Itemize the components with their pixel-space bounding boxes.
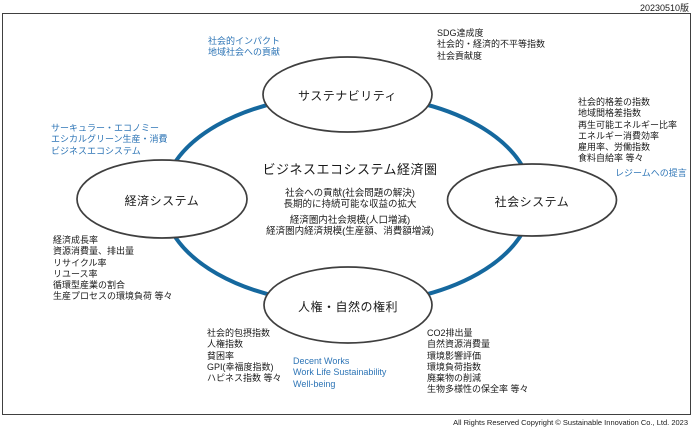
- text-line: 自然資源消費量: [427, 339, 491, 350]
- diagram-border: [2, 13, 691, 415]
- indicator-block-social-system: 社会的格差の指数地域間格差指数再生可能エネルギー比率エネルギー消費効率雇用率、労…: [578, 97, 677, 165]
- text-line: 社会貢献度: [437, 50, 483, 61]
- text-line: 食料自給率 等々: [578, 153, 644, 164]
- node-label-social-system: 社会システム: [494, 195, 570, 209]
- text-line: 環境影響評価: [427, 350, 482, 361]
- text-line: 長期的に持続可能な収益の拡大: [283, 198, 417, 210]
- text-line: Decent Works: [293, 356, 350, 366]
- text-line: 社会的インパクト: [208, 36, 281, 46]
- text-line: レジームへの提言: [615, 168, 687, 178]
- indicator-block-environment: CO2排出量自然資源消費量環境影響評価環境負荷指数廃棄物の削減生物多様性の保全率…: [427, 328, 529, 396]
- text-line: 社会への貢献(社会問題の解決): [285, 188, 415, 199]
- node-label-sustainability: サステナビリティ: [297, 89, 398, 103]
- text-line: 再生可能エネルギー比率: [578, 119, 678, 130]
- text-line: Well-being: [293, 378, 336, 389]
- center-lines-contribution: 社会への貢献(社会問題の解決)長期的に持続可能な収益の拡大: [230, 188, 470, 210]
- text-line: 地域間格差指数: [578, 108, 642, 119]
- text-line: ハピネス指数 等々: [207, 373, 282, 384]
- center-lines-scale: 経済圏内社会規模(人口増減)経済圏内経済規模(生産額、消費額増減): [230, 215, 470, 237]
- center-text-block: ビジネスエコシステム経済圏 社会への貢献(社会問題の解決)長期的に持続可能な収益…: [230, 159, 470, 237]
- text-line: 貧困率: [207, 350, 235, 361]
- text-line: SDG達成度: [437, 28, 484, 38]
- text-line: リサイクル率: [53, 257, 107, 268]
- text-line: GPI(幸福度指数): [207, 361, 274, 372]
- text-line: 経済成長率: [53, 235, 99, 245]
- node-label-human-nature-rights: 人権・自然の権利: [297, 300, 398, 314]
- blue-note-social-impact: 社会的インパクト地域社会への貢献: [208, 36, 280, 59]
- version-label: 20230510版: [639, 3, 689, 13]
- text-line: 廃棄物の削減: [427, 373, 482, 384]
- node-ellipse-top: [262, 56, 433, 133]
- text-line: 人権指数: [207, 339, 244, 350]
- text-line: 経済圏内経済規模(生産額、消費額増減): [266, 225, 434, 237]
- text-line: 資源消費量、排出量: [53, 246, 135, 257]
- text-line: エネルギー消費効率: [578, 130, 660, 141]
- node-ellipse-left: [76, 159, 248, 239]
- text-line: 生物多様性の保全率 等々: [427, 384, 529, 395]
- text-line: 社会的・経済的不平等指数: [437, 39, 546, 50]
- node-ellipse-bottom: [263, 266, 433, 344]
- indicator-block-sdg: SDG達成度社会的・経済的不平等指数社会貢献度: [437, 28, 545, 62]
- center-title: ビジネスエコシステム経済圏: [262, 162, 438, 177]
- text-line: Work Life Sustainability: [293, 367, 387, 378]
- node-ellipse-right: [446, 163, 618, 237]
- blue-note-regime-proposal: レジームへの提言: [615, 168, 687, 179]
- blue-note-circular-economy: サーキュラー・エコノミーエシカルグリーン生産・消費ビジネスエコシステム: [51, 123, 168, 157]
- text-line: エシカルグリーン生産・消費: [51, 134, 168, 145]
- text-line: サーキュラー・エコノミー: [51, 123, 160, 133]
- text-line: CO2排出量: [427, 328, 473, 338]
- text-line: 雇用率、労働指数: [578, 142, 651, 153]
- text-line: 地域社会への貢献: [208, 47, 281, 58]
- node-label-economic-system: 経済システム: [124, 194, 200, 208]
- text-line: 経済圏内社会規模(人口増減): [289, 215, 411, 226]
- text-line: 生産プロセスの環境負荷 等々: [53, 291, 173, 302]
- text-line: リユース率: [53, 268, 98, 279]
- text-line: 社会的格差の指数: [578, 97, 651, 107]
- text-line: ビジネスエコシステム: [51, 145, 141, 156]
- indicator-block-economic-system: 経済成長率資源消費量、排出量リサイクル率リユース率循環型産業の割合生産プロセスの…: [53, 235, 173, 303]
- text-line: 環境負荷指数: [427, 361, 482, 372]
- text-line: 社会的包摂指数: [207, 328, 271, 338]
- copyright-notice: All Rights Reserved Copyright © Sustaina…: [453, 418, 688, 427]
- text-line: 循環型産業の割合: [53, 280, 126, 291]
